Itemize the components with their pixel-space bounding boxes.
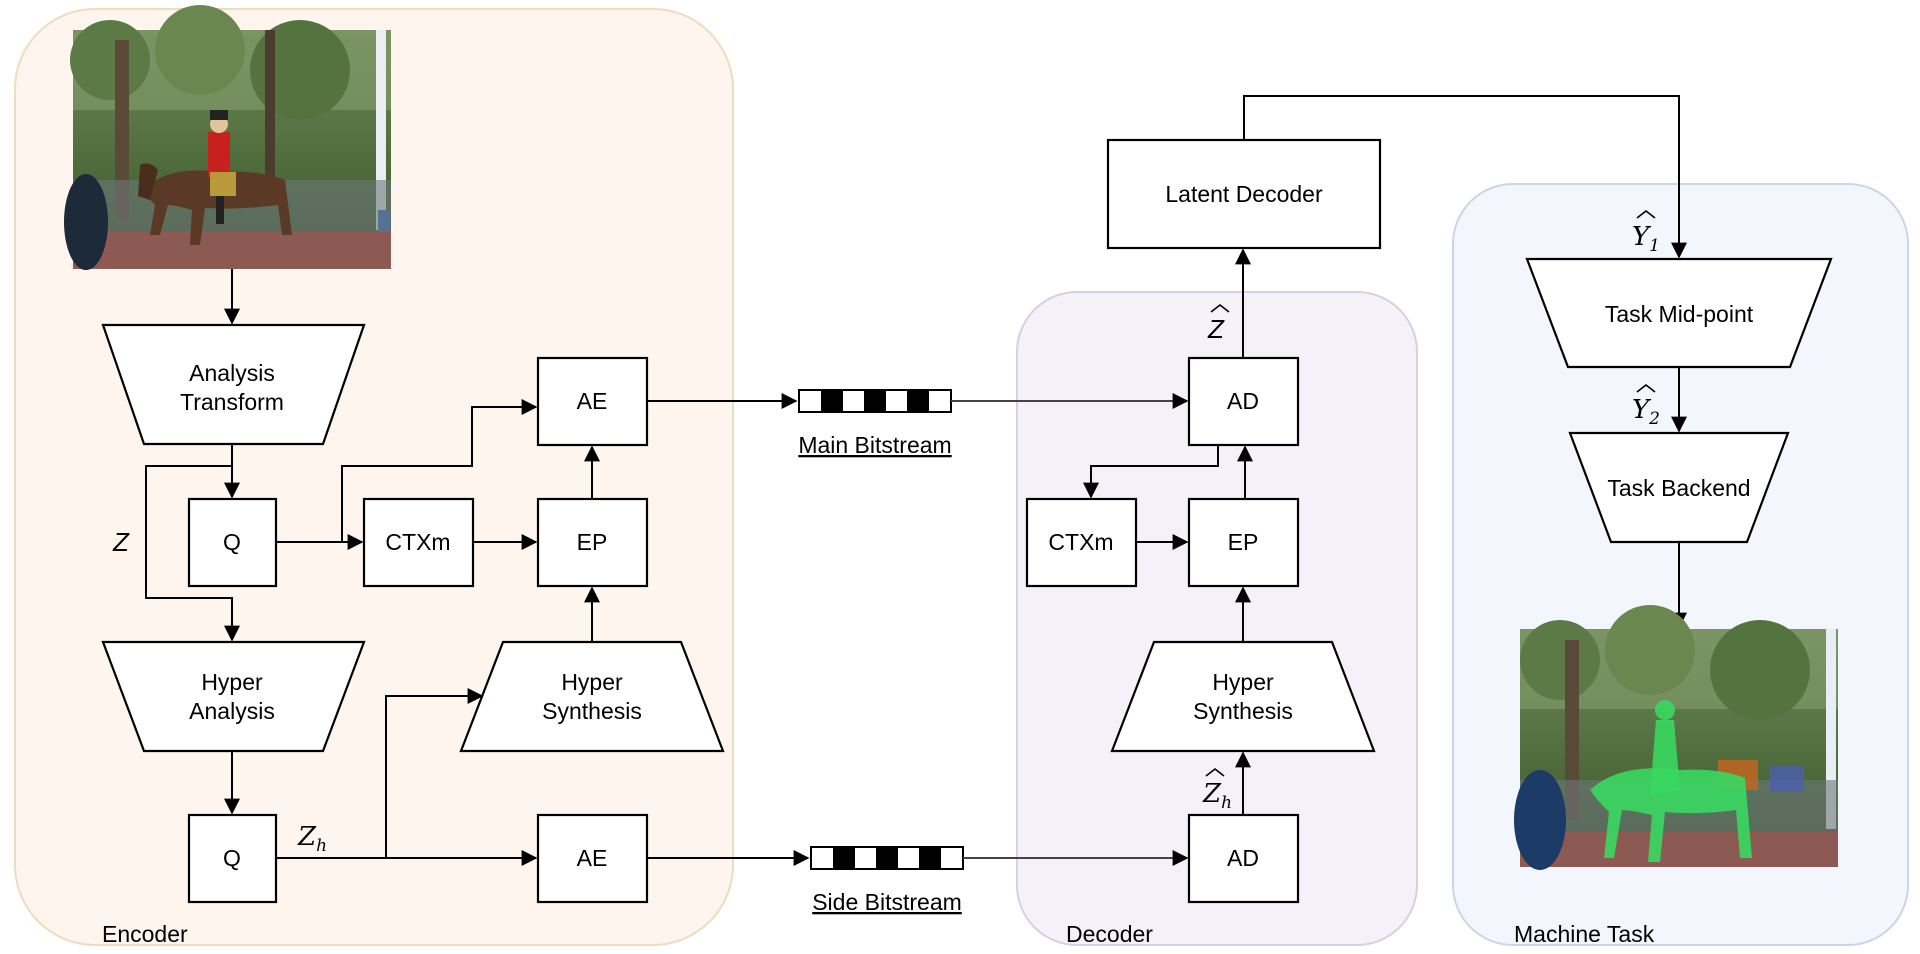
side-bitstream-label: Side Bitstream xyxy=(812,889,962,915)
latent-decoder-label: Latent Decoder xyxy=(1165,181,1323,207)
hyper-analysis-label-2: Analysis xyxy=(189,698,275,724)
edge-latent-decoder-to-task-midpoint xyxy=(1243,95,1687,259)
arithmetic-decoder-side-label: AD xyxy=(1227,845,1259,871)
entropy-parameters-encoder-block xyxy=(536,497,649,588)
hyper-synthesis-encoder-block xyxy=(459,640,725,753)
hyper-analysis-block xyxy=(101,640,366,753)
arithmetic-encoder-side-label: AE xyxy=(577,845,608,871)
arithmetic-encoder-main-block xyxy=(536,356,649,447)
svg-text:Zh: Zh xyxy=(1202,779,1232,813)
task-midpoint-label: Task Mid-point xyxy=(1605,301,1754,327)
quantizer-main-block xyxy=(187,497,278,588)
machine-task-region-label: Machine Task xyxy=(1514,921,1655,947)
main-bitstream-icon xyxy=(798,389,952,413)
quantizer-hyper-label: Q xyxy=(223,845,241,871)
quantizer-hyper-block xyxy=(187,813,278,904)
entropy-parameters-decoder-label: EP xyxy=(1228,529,1259,555)
entropy-parameters-decoder-block xyxy=(1187,497,1300,588)
decoder-region xyxy=(1016,291,1418,946)
zh-hat-label: Zh xyxy=(1202,767,1232,813)
context-model-encoder-label: CTXm xyxy=(385,529,450,555)
side-bitstream-icon xyxy=(810,846,964,870)
latent-z-label: Z xyxy=(112,527,130,557)
encoder-region-label: Encoder xyxy=(102,921,188,947)
zhat-label: Z xyxy=(1207,303,1230,344)
hyper-synthesis-encoder-label-1: Hyper xyxy=(561,669,623,695)
hyper-synthesis-decoder-label-1: Hyper xyxy=(1212,669,1274,695)
task-backend-label: Task Backend xyxy=(1607,475,1750,501)
svg-text:Z: Z xyxy=(1207,314,1225,344)
analysis-transform-label-1: Analysis xyxy=(189,360,275,386)
y2-hat-label: Y2 xyxy=(1632,383,1660,429)
hyper-synthesis-encoder-label-2: Synthesis xyxy=(542,698,642,724)
input-image xyxy=(64,5,391,270)
output-segmentation-image xyxy=(1514,605,1838,870)
arithmetic-decoder-main-label: AD xyxy=(1227,388,1259,414)
entropy-parameters-encoder-label: EP xyxy=(577,529,608,555)
quantizer-main-label: Q xyxy=(223,529,241,555)
arithmetic-decoder-side-block xyxy=(1187,813,1300,904)
edge-q-to-ae-main xyxy=(341,399,538,542)
arithmetic-decoder-main-block xyxy=(1187,356,1300,447)
analysis-transform-label-2: Transform xyxy=(180,389,284,415)
arithmetic-encoder-main-label: AE xyxy=(577,388,608,414)
hyper-analysis-label-1: Hyper xyxy=(201,669,263,695)
task-backend-block xyxy=(1568,431,1790,544)
edge-zh-to-hypersyn xyxy=(385,688,484,858)
latent-zh-label: Zh xyxy=(297,822,327,856)
hyper-synthesis-decoder-label-2: Synthesis xyxy=(1193,698,1293,724)
arithmetic-encoder-side-block xyxy=(536,813,649,904)
task-midpoint-block xyxy=(1525,257,1833,369)
edge-ad-to-ctxm xyxy=(1083,445,1219,499)
hyper-synthesis-decoder-block xyxy=(1110,640,1376,753)
context-model-encoder-block xyxy=(362,497,475,588)
svg-text:Y2: Y2 xyxy=(1632,395,1660,429)
analysis-transform-block xyxy=(101,323,366,446)
main-bitstream-label: Main Bitstream xyxy=(798,432,951,458)
latent-decoder-block xyxy=(1106,138,1382,250)
svg-text:Y1: Y1 xyxy=(1632,222,1660,256)
decoder-region-label: Decoder xyxy=(1066,921,1153,947)
y1-hat-label: Y1 xyxy=(1632,209,1660,256)
edge-z-to-hyper-analysis xyxy=(145,465,240,642)
context-model-decoder-label: CTXm xyxy=(1048,529,1113,555)
